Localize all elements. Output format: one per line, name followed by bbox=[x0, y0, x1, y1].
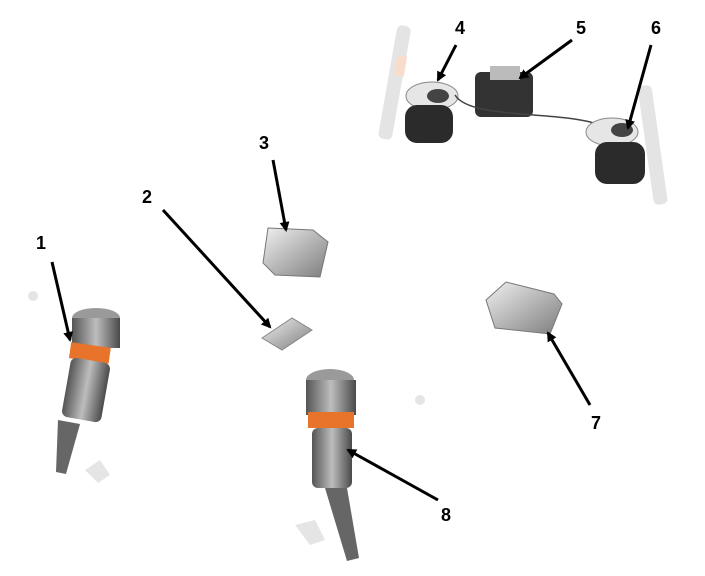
arrow-7 bbox=[546, 331, 592, 406]
control-module-upper bbox=[262, 227, 329, 278]
callout-1: 1 bbox=[36, 233, 47, 253]
ghost-rear-shock-right bbox=[638, 85, 668, 205]
callout-7: 7 bbox=[591, 413, 602, 433]
arrow-5 bbox=[518, 38, 573, 80]
arrow-6 bbox=[625, 44, 653, 130]
arrow-3 bbox=[271, 159, 290, 232]
air-compressor bbox=[454, 66, 601, 126]
rear-air-spring-right bbox=[585, 117, 645, 184]
rear-air-spring-left bbox=[405, 81, 459, 143]
ghost-rear-shock-left bbox=[378, 25, 411, 140]
arrow-4 bbox=[436, 44, 458, 82]
front-air-strut-left bbox=[56, 308, 120, 474]
callout-2: 2 bbox=[142, 187, 153, 207]
arrow-8 bbox=[346, 448, 439, 502]
callout-3: 3 bbox=[259, 133, 270, 153]
callout-5: 5 bbox=[576, 18, 587, 38]
arrow-2 bbox=[161, 208, 272, 329]
callout-8: 8 bbox=[441, 505, 452, 525]
callout-4: 4 bbox=[455, 18, 466, 38]
control-sensor bbox=[261, 317, 313, 351]
front-air-strut-right bbox=[306, 369, 359, 561]
ghost-brackets bbox=[28, 291, 425, 545]
callout-6: 6 bbox=[651, 18, 662, 38]
control-module-lower bbox=[485, 281, 563, 335]
arrow-1 bbox=[50, 261, 74, 342]
